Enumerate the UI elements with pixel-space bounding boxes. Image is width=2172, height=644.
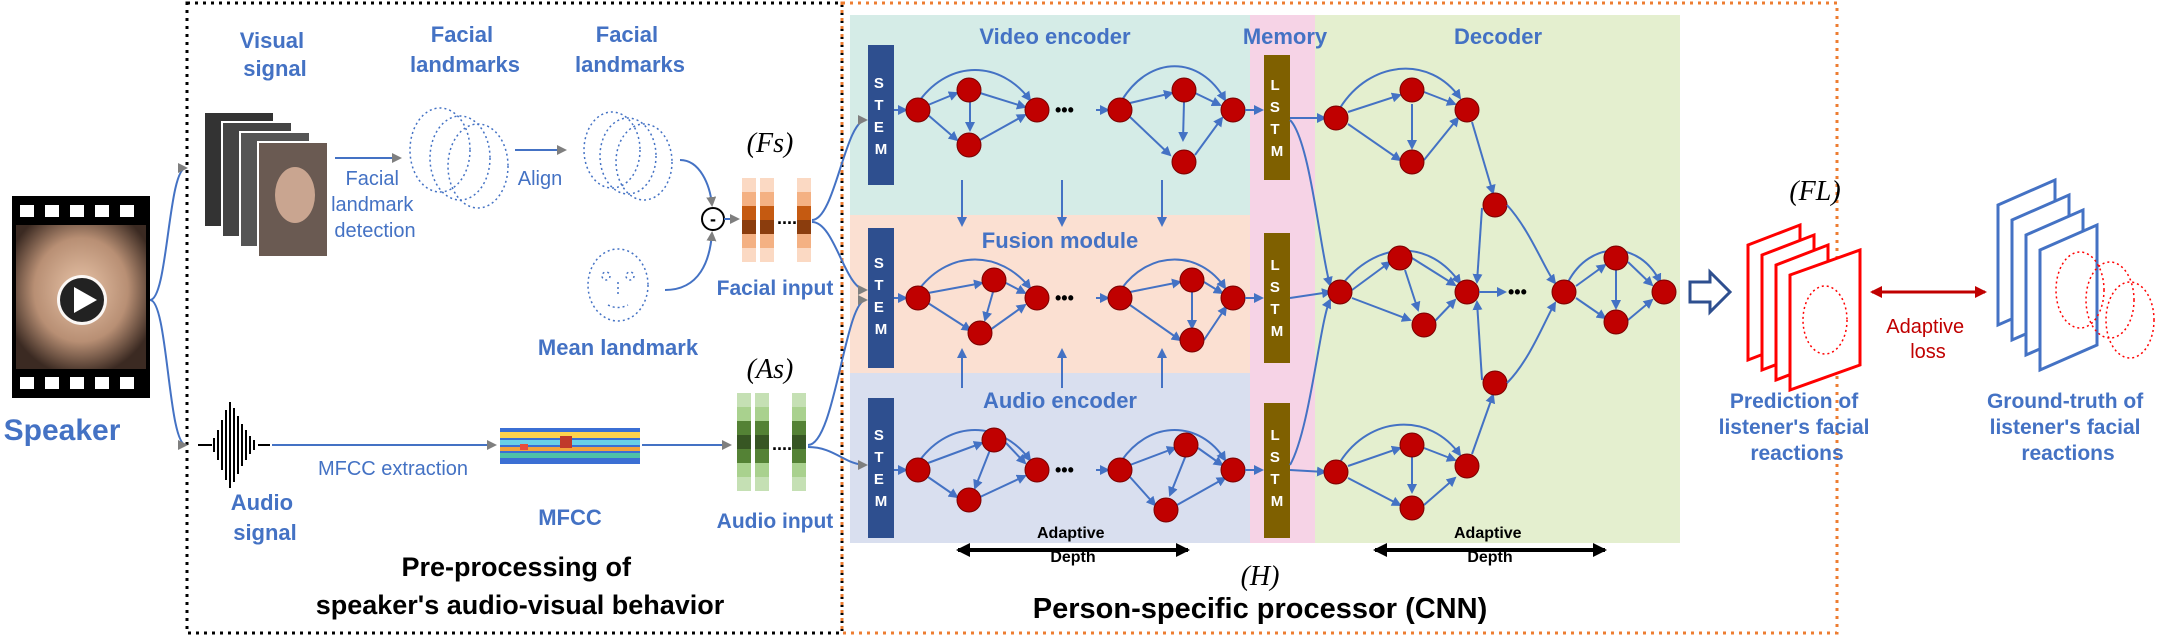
- adaptive-depth-encoder: Adaptive Depth: [956, 525, 1190, 566]
- fusion-connection-arrows: [957, 180, 1167, 388]
- audio-input-to-audio-stem: [807, 446, 868, 470]
- mfcc-spectrogram: [500, 428, 640, 464]
- speaker-film: [12, 196, 150, 398]
- processor-border: [840, 1, 1839, 635]
- speaker-to-audio-arrow: [149, 299, 188, 450]
- audio-waveform: [198, 402, 270, 488]
- audio-signal-label: Audio signal: [231, 490, 299, 545]
- svg-text:L S T M: L S T M: [1270, 257, 1284, 340]
- svg-text:S T E M: S T E M: [874, 255, 888, 338]
- audio-encoder-label: Audio encoder: [983, 388, 1137, 413]
- ground-truth-frames: [1996, 177, 2155, 373]
- fl-symbol: (FL): [1789, 176, 1840, 207]
- audio-input-to-fusion-stem: [807, 295, 868, 446]
- facial-landmarks-label-2: Facial landmarks: [575, 22, 685, 77]
- svg-text:•••: •••: [1508, 282, 1527, 302]
- decoder-panel: [1315, 15, 1680, 543]
- mean-to-minus-arrow: [664, 231, 717, 291]
- processor-title: Person-specific processor (CNN): [1033, 593, 1487, 625]
- audio-stem: S T E M: [868, 398, 894, 538]
- mfcc-label: MFCC: [538, 505, 602, 530]
- mean-landmark-label: Mean landmark: [538, 335, 699, 360]
- as-symbol: (As): [747, 354, 794, 385]
- svg-text:L S T M: L S T M: [1270, 427, 1284, 510]
- audio-input-vectors: ....: [737, 393, 806, 491]
- mfcc-extraction-label: MFCC extraction: [318, 458, 468, 480]
- svg-text:•••: •••: [1055, 460, 1074, 480]
- svg-text:....: ....: [772, 434, 792, 454]
- output-arrow: [1688, 268, 1733, 316]
- video-lstm: L S T M: [1264, 55, 1290, 180]
- facial-input-to-video-stem: [811, 115, 868, 221]
- facial-landmarks-label-1: Facial landmarks: [410, 22, 520, 77]
- decoder-graph: •••: [1289, 67, 1677, 521]
- svg-text:S T E M: S T E M: [874, 75, 888, 158]
- prediction-label: Prediction of listener's facial reaction…: [1719, 390, 1876, 465]
- adaptive-loss-label: Adaptive loss: [1886, 316, 1969, 363]
- svg-text:....: ....: [777, 208, 797, 228]
- h-symbol: (H): [1241, 561, 1280, 592]
- prediction-frames: [1746, 222, 1862, 393]
- video-encoder-graph: •••: [894, 65, 1264, 175]
- mean-landmark-face: [587, 248, 649, 322]
- video-encoder-label: Video encoder: [979, 24, 1131, 49]
- facial-landmarks-raw: [409, 107, 509, 209]
- fusion-module-label: Fusion module: [982, 228, 1138, 253]
- preprocessing-border: [185, 1, 844, 635]
- svg-text:•••: •••: [1055, 100, 1074, 120]
- svg-text:Adaptive Depth: Adaptive Depth: [1037, 525, 1109, 566]
- video-play-icon[interactable]: [57, 275, 107, 325]
- aligned-to-minus-arrow: [679, 159, 717, 207]
- align-label: Align: [518, 168, 562, 190]
- preprocessing-title: Pre-processing of speaker's audio-visual…: [316, 552, 725, 620]
- fusion-lstm: L S T M: [1264, 233, 1290, 363]
- decoder-label: Decoder: [1454, 24, 1542, 49]
- fusion-module-graph: •••: [894, 258, 1264, 353]
- visual-signal-label: Visual signal: [240, 28, 311, 81]
- audio-lstm: L S T M: [1264, 403, 1290, 538]
- facial-input-to-fusion-stem: [811, 221, 868, 295]
- audio-input-label: Audio input: [717, 510, 834, 533]
- fusion-stem: S T E M: [868, 228, 894, 368]
- speaker-to-visual-arrow: [149, 163, 188, 301]
- speaker-label: Speaker: [4, 414, 121, 447]
- svg-text:S T E M: S T E M: [874, 427, 888, 510]
- svg-text:-: -: [710, 209, 716, 229]
- visual-signal-frames: [203, 111, 329, 258]
- facial-input-vectors: ....: [742, 178, 811, 262]
- memory-label: Memory: [1243, 24, 1328, 49]
- facial-input-label: Facial input: [717, 277, 834, 300]
- adaptive-depth-decoder: Adaptive Depth: [1373, 525, 1607, 566]
- facial-landmarks-aligned: [583, 111, 673, 201]
- svg-text:•••: •••: [1055, 288, 1074, 308]
- video-stem: S T E M: [868, 45, 894, 185]
- svg-text:Adaptive Depth: Adaptive Depth: [1454, 525, 1526, 566]
- landmark-detection-label: Facial landmark detection: [331, 168, 419, 242]
- svg-text:L S T M: L S T M: [1270, 77, 1284, 160]
- fs-symbol: (Fs): [747, 128, 794, 159]
- ground-truth-label: Ground-truth of listener's facial reacti…: [1987, 390, 2149, 465]
- minus-operator: -: [701, 207, 725, 231]
- audio-encoder-graph: •••: [894, 427, 1264, 523]
